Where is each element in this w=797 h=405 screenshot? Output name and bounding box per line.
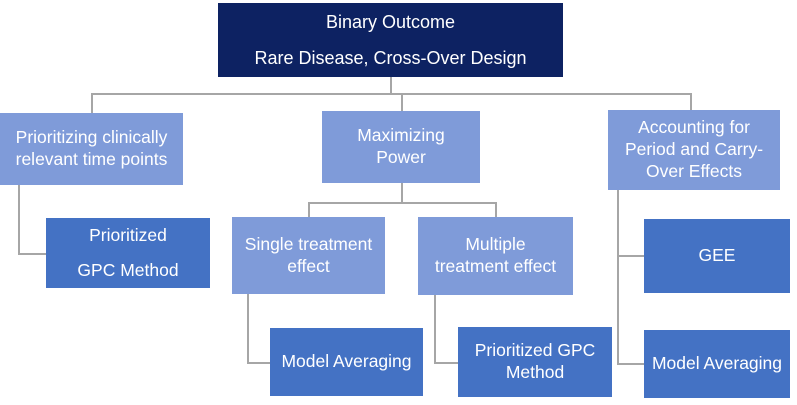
node-model-averaging-right-label: Model Averaging <box>651 353 783 374</box>
node-prioritizing-time-points-label: Prioritizing clinically relevant time po… <box>15 127 168 169</box>
node-model-averaging-right: Model Averaging <box>644 330 790 398</box>
node-maximizing-power-label: Maximizing Power <box>357 125 445 167</box>
connector-power-rail <box>308 202 496 204</box>
connector-single-ma-vertical <box>247 294 249 363</box>
connector-multiple-gpc-horizontal <box>434 362 458 364</box>
connector-drop-period <box>690 93 692 110</box>
connector-period-ma <box>617 363 644 365</box>
connector-root-stem <box>390 77 392 93</box>
node-binary-outcome: Binary Outcome Rare Disease, Cross-Over … <box>218 3 563 77</box>
node-gee: GEE <box>644 219 790 293</box>
connector-single-ma-horizontal <box>247 362 270 364</box>
node-gee-label: GEE <box>698 245 736 266</box>
node-binary-outcome-line1: Binary Outcome <box>325 12 456 32</box>
node-prioritized-gpc-method-left: Prioritized GPC Method <box>46 218 210 288</box>
connector-drop-multiple <box>495 202 497 217</box>
connector-drop-time-points <box>91 93 93 113</box>
node-multiple-treatment-effect-label: Multiple treatment effect <box>434 234 557 276</box>
connector-timepoints-gpc-horizontal <box>18 253 46 255</box>
node-prioritized-gpc-method-center: Prioritized GPC Method <box>458 327 612 397</box>
node-binary-outcome-line2: Rare Disease, Cross-Over Design <box>254 47 527 68</box>
node-multiple-treatment-effect: Multiple treatment effect <box>418 217 573 295</box>
node-model-averaging-center-label: Model Averaging <box>281 351 412 372</box>
node-single-treatment-effect: Single treatment effect <box>232 217 385 294</box>
node-single-treatment-effect-label: Single treatment effect <box>244 233 373 276</box>
connector-period-gee <box>617 255 644 257</box>
node-period-carryover-effects: Accounting for Period and Carry-Over Eff… <box>608 110 780 190</box>
connector-multiple-gpc-vertical <box>434 295 436 363</box>
connector-drop-power <box>401 93 403 111</box>
node-prioritized-gpc-left-line2: GPC Method <box>77 259 179 280</box>
connector-level2-rail <box>91 93 690 95</box>
connector-period-spine <box>617 190 619 364</box>
node-period-carryover-effects-label: Accounting for Period and Carry-Over Eff… <box>624 117 764 181</box>
node-model-averaging-center: Model Averaging <box>270 328 423 396</box>
connector-power-stem <box>401 183 403 202</box>
node-maximizing-power: Maximizing Power <box>322 111 480 183</box>
node-prioritized-gpc-center-label: Prioritized GPC Method <box>474 340 596 382</box>
connector-drop-single <box>308 202 310 217</box>
node-prioritizing-time-points: Prioritizing clinically relevant time po… <box>0 113 183 185</box>
node-prioritized-gpc-left-line1: Prioritized <box>89 224 167 245</box>
connector-timepoints-gpc-vertical <box>18 185 20 254</box>
